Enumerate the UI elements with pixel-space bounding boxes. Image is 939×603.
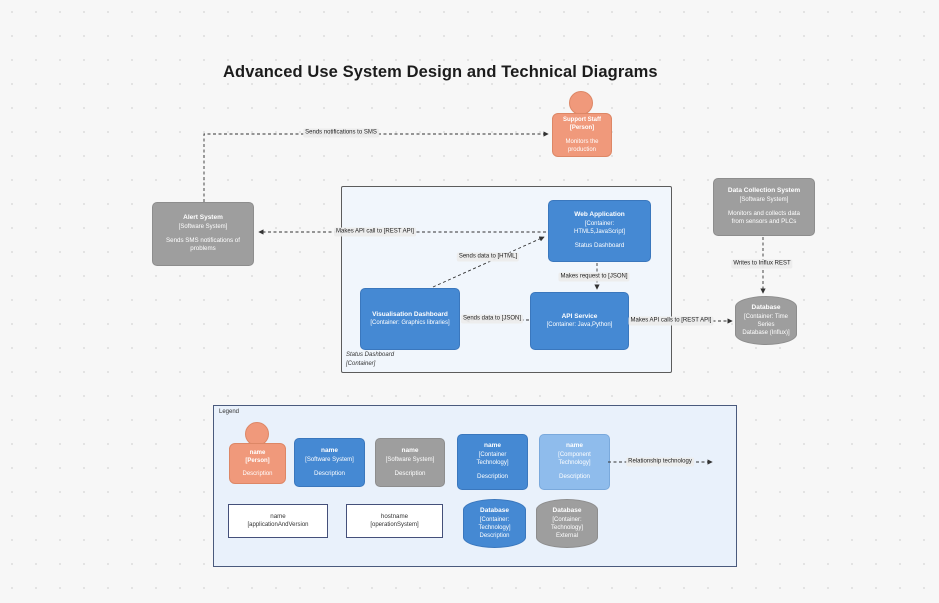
node-type: [operationSystem] xyxy=(370,522,419,529)
node-name: Database xyxy=(751,303,781,311)
web-application-node[interactable]: Web Application [Container: HTML5,JavaSc… xyxy=(548,200,651,262)
node-type: [applicationAndVersion xyxy=(247,522,309,529)
node-name: Database xyxy=(552,506,582,514)
node-desc: Description xyxy=(479,532,510,539)
node-type: [Software System] xyxy=(739,196,789,203)
legend-host-node[interactable]: hostname [operationSystem] xyxy=(346,504,443,538)
legend-database-internal[interactable]: Database [Container: Technology] Descrip… xyxy=(463,499,526,548)
node-name: hostname xyxy=(380,512,409,520)
support-staff-person[interactable]: Support Staff [Person] Monitors the prod… xyxy=(552,91,612,157)
node-type: [Container: Java,Python] xyxy=(546,322,613,329)
node-type: [Container: Technology] xyxy=(478,516,511,531)
legend-container[interactable]: name [Container Technology] Description xyxy=(457,434,528,490)
node-desc: Monitors the production xyxy=(565,138,599,153)
node-type: [Container Technology] xyxy=(476,452,509,467)
node-desc: Description xyxy=(559,473,590,481)
edge-label-makes-request-json[interactable]: Makes request to [JSON] xyxy=(558,272,630,282)
node-name: Database xyxy=(480,506,509,514)
data-collection-system-node[interactable]: Data Collection System [Software System]… xyxy=(713,178,815,236)
node-type: [Container: Graphics libraries] xyxy=(370,320,450,327)
node-type: [Software System] xyxy=(385,456,435,463)
node-name: Web Application xyxy=(574,211,625,219)
node-type: [Container: Technology] xyxy=(550,516,584,531)
node-name: Data Collection System xyxy=(727,187,801,195)
node-desc: Status Dashboard xyxy=(574,242,625,250)
legend-person-name: name [Person] xyxy=(245,449,270,464)
node-type: [Component Technology] xyxy=(558,452,591,467)
node-name: Support Staff [Person] xyxy=(563,117,601,132)
legend-database-external[interactable]: Database [Container: Technology] Externa… xyxy=(536,499,598,548)
legend-title: Legend xyxy=(219,409,240,415)
diagram-title: Advanced Use System Design and Technical… xyxy=(223,63,658,81)
node-name: Visualisation Dashboard xyxy=(372,310,448,318)
database-node[interactable]: Database [Container: Time Series Databas… xyxy=(735,296,797,345)
legend-person-shape[interactable]: name [Person] Description xyxy=(229,422,286,484)
node-type: [Software System] xyxy=(178,223,228,230)
node-name: Alert System xyxy=(183,214,223,222)
node-desc: Description xyxy=(314,469,345,477)
person-head-icon xyxy=(569,91,593,115)
node-name: API Service xyxy=(561,312,598,320)
node-type: [Software System] xyxy=(305,456,354,463)
edge-label-sends-data-html[interactable]: Sends data to [HTML] xyxy=(456,252,520,262)
node-desc: Description xyxy=(477,473,508,481)
node-name: name xyxy=(270,512,286,520)
legend-person-desc: Description xyxy=(242,471,273,478)
person-head-icon xyxy=(245,422,269,446)
edge-label-legend-relationship[interactable]: Relationship technology xyxy=(626,457,694,467)
edge-label-makes-api-call[interactable]: Makes API call to [REST API] xyxy=(334,227,416,237)
edge-label-writes-influx[interactable]: Writes to Influx REST xyxy=(731,259,793,269)
node-desc: External xyxy=(555,532,578,539)
api-service-node[interactable]: API Service [Container: Java,Python] xyxy=(530,292,629,350)
legend-application-node[interactable]: name [applicationAndVersion xyxy=(228,504,328,538)
edge-label-sends-sms[interactable]: Sends notifications to SMS xyxy=(303,128,379,138)
node-desc: Description xyxy=(394,469,426,477)
legend-software-system-internal[interactable]: name [Software System] Description xyxy=(294,438,365,487)
edge-label-makes-api-calls[interactable]: Makes API calls to [REST API] xyxy=(628,316,714,326)
node-desc: Monitors and collects data from sensors … xyxy=(728,210,800,226)
node-desc: Sends SMS notifications of problems xyxy=(166,237,240,253)
node-name: name xyxy=(401,446,419,454)
edge-label-sends-data-json[interactable]: Sends data to [JSON] xyxy=(460,314,524,324)
legend-component[interactable]: name [Component Technology] Description xyxy=(539,434,610,490)
legend-box: Legend name [Person] Description name [S… xyxy=(213,405,737,567)
visualisation-dashboard-node[interactable]: Visualisation Dashboard [Container: Grap… xyxy=(360,288,460,350)
node-name: name xyxy=(321,446,338,454)
node-name: name xyxy=(566,442,583,450)
node-type: [Container: Time Series Database (Influx… xyxy=(742,313,790,336)
node-type: [Container: HTML5,JavaScript] xyxy=(573,221,625,236)
alert-system-node[interactable]: Alert System [Software System] Sends SMS… xyxy=(152,202,254,266)
legend-software-system-external[interactable]: name [Software System] Description xyxy=(375,438,445,487)
node-name: name xyxy=(484,442,501,450)
boundary-label: Status Dashboard [Container] xyxy=(346,352,395,367)
